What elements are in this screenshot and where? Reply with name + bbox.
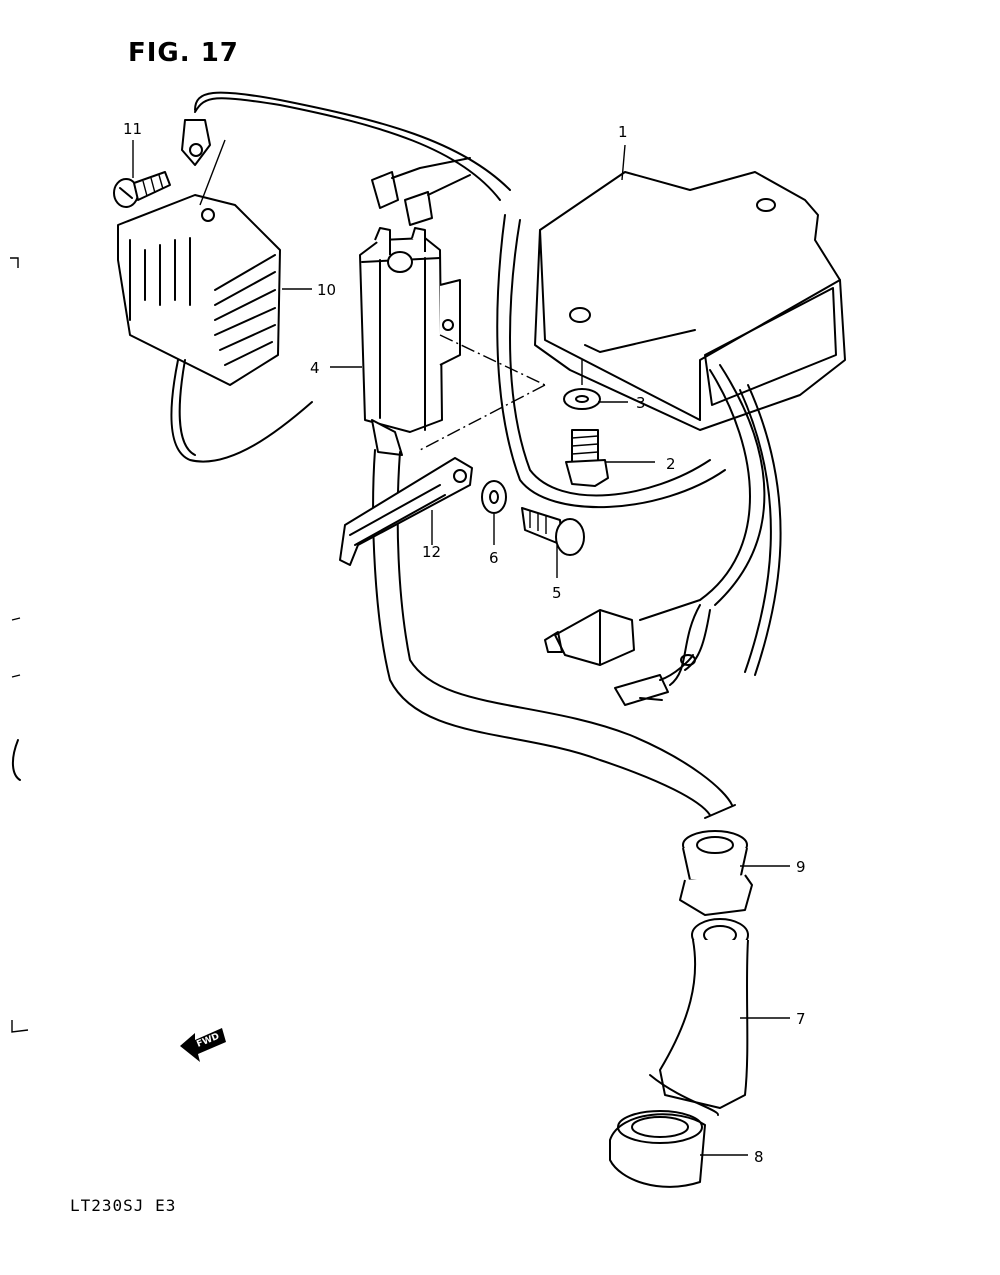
regulator-rectifier: [117, 139, 313, 463]
scan-edge-marks: [10, 257, 29, 1033]
callout-11: 11: [123, 120, 142, 138]
callout-7: 7: [796, 1010, 806, 1028]
loop-wire: [509, 219, 711, 497]
washer-3: [563, 388, 601, 410]
ring-terminal-hole: [189, 143, 203, 157]
bolt-2: [565, 429, 609, 487]
figure-title: FIG. 17: [128, 38, 239, 68]
washer-6-hole: [489, 490, 499, 504]
callout-5: 5: [552, 584, 562, 602]
callout-10: 10: [317, 281, 336, 299]
bolt-5: [521, 507, 585, 556]
washer-6: [481, 480, 507, 514]
plug-cap-7: [649, 918, 749, 1116]
cdi-unit: [534, 171, 846, 431]
ground-wire: [194, 91, 511, 191]
callout-6: 6: [489, 549, 499, 567]
loop-wire-outer: [496, 214, 726, 509]
callout-1: 1: [618, 123, 628, 141]
callouts: 1 2 3 4 5 6 7 8 9 10 11 12: [123, 120, 806, 1166]
model-code: LT230SJ E3: [70, 1196, 177, 1215]
spade-connectors: [371, 157, 471, 226]
lead-end: [704, 804, 736, 819]
high-tension-lead: [372, 449, 711, 816]
callout-8: 8: [754, 1148, 764, 1166]
ring-terminal: [181, 119, 211, 166]
callout-2: 2: [666, 455, 676, 473]
callout-4: 4: [310, 359, 320, 377]
leader-lines: [132, 140, 790, 1156]
plug-cap-cover-8: [609, 1110, 706, 1188]
ignition-coil: [359, 227, 461, 456]
fwd-arrow-icon: FWD: [180, 1028, 226, 1062]
coil-bracket: [339, 457, 473, 566]
reference-lines: [419, 334, 583, 451]
high-tension-lead-2: [396, 451, 733, 806]
washer-3-hole: [575, 395, 589, 403]
callout-3: 3: [636, 394, 646, 412]
callout-12: 12: [422, 543, 441, 561]
callout-9: 9: [796, 858, 806, 876]
screw-11: [113, 171, 171, 208]
wire-harness: [544, 364, 782, 706]
grommet-9: [679, 830, 753, 916]
ground-wire-2: [194, 97, 501, 201]
